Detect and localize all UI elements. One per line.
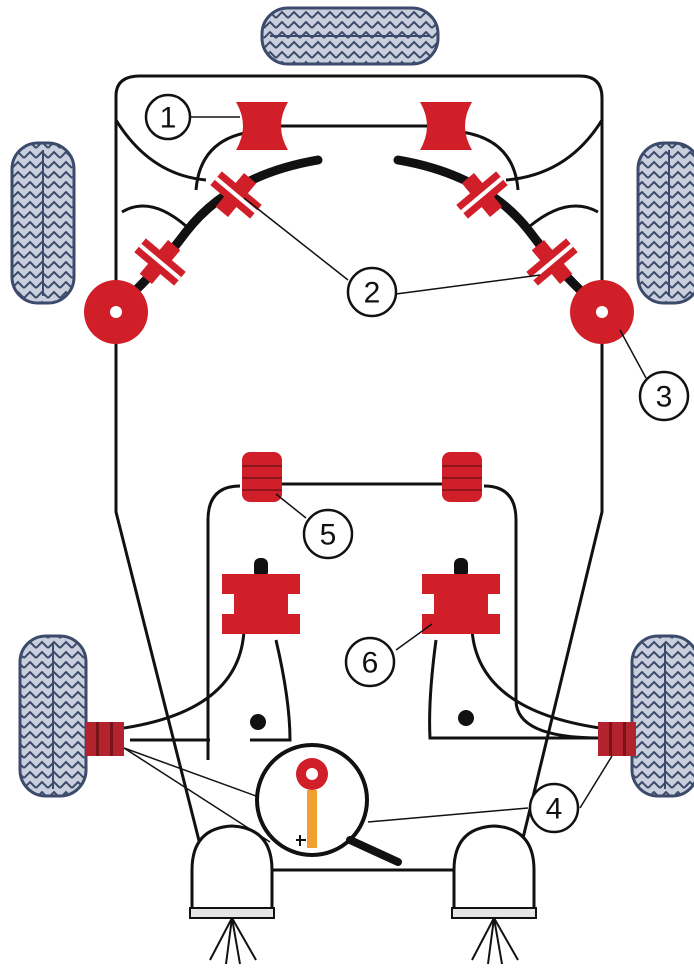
callout-6: 6 — [344, 636, 396, 688]
tyre-front-right-icon — [636, 141, 694, 305]
bush-5-left-icon — [242, 452, 282, 502]
callout-6-label: 6 — [362, 647, 379, 680]
callout-5-label: 5 — [320, 519, 337, 552]
bush-6-left-icon — [222, 558, 300, 634]
bush-1-left-icon — [236, 102, 288, 150]
bush-2-b-icon — [134, 238, 186, 286]
callout-2-label: 2 — [364, 277, 381, 310]
leader-lines — [123, 116, 647, 843]
lamp-right-icon — [451, 824, 537, 965]
bush-2-d-icon — [526, 238, 578, 286]
anti-roll-bar — [113, 155, 603, 311]
callout-5: 5 — [302, 508, 354, 560]
rear-trailing-arms — [123, 629, 601, 730]
callout-1-label: 1 — [160, 102, 177, 135]
callout-4: 4 — [528, 782, 580, 834]
chassis-frame — [114, 74, 604, 901]
tyre-front-top-icon — [260, 6, 440, 66]
bush-1-right-icon — [420, 102, 472, 150]
callout-4-label: 4 — [546, 793, 563, 826]
callout-3-label: 3 — [656, 381, 673, 414]
bush-5-right-icon — [442, 452, 482, 502]
bush-4-left-icon — [86, 722, 124, 756]
bush-2-c-icon — [456, 171, 508, 219]
callout-1: 1 — [144, 93, 192, 141]
callout-3: 3 — [638, 370, 690, 422]
magnifier-icon — [255, 743, 402, 866]
key-tool-icon — [296, 758, 328, 848]
bush-4-right-icon — [598, 722, 636, 756]
mount-dot-left — [250, 714, 266, 730]
bush-3-left-icon — [84, 280, 148, 344]
bush-2-a-icon — [210, 171, 262, 219]
mount-dot-right — [458, 710, 474, 726]
bush-6-right-icon — [422, 558, 500, 634]
tyre-rear-right-icon — [630, 634, 694, 798]
tyre-front-left-icon — [10, 141, 76, 305]
bush-3-right-icon — [570, 280, 634, 344]
tyre-rear-left-icon — [18, 634, 88, 798]
lamp-left-icon — [189, 824, 275, 965]
callout-2: 2 — [346, 266, 398, 318]
